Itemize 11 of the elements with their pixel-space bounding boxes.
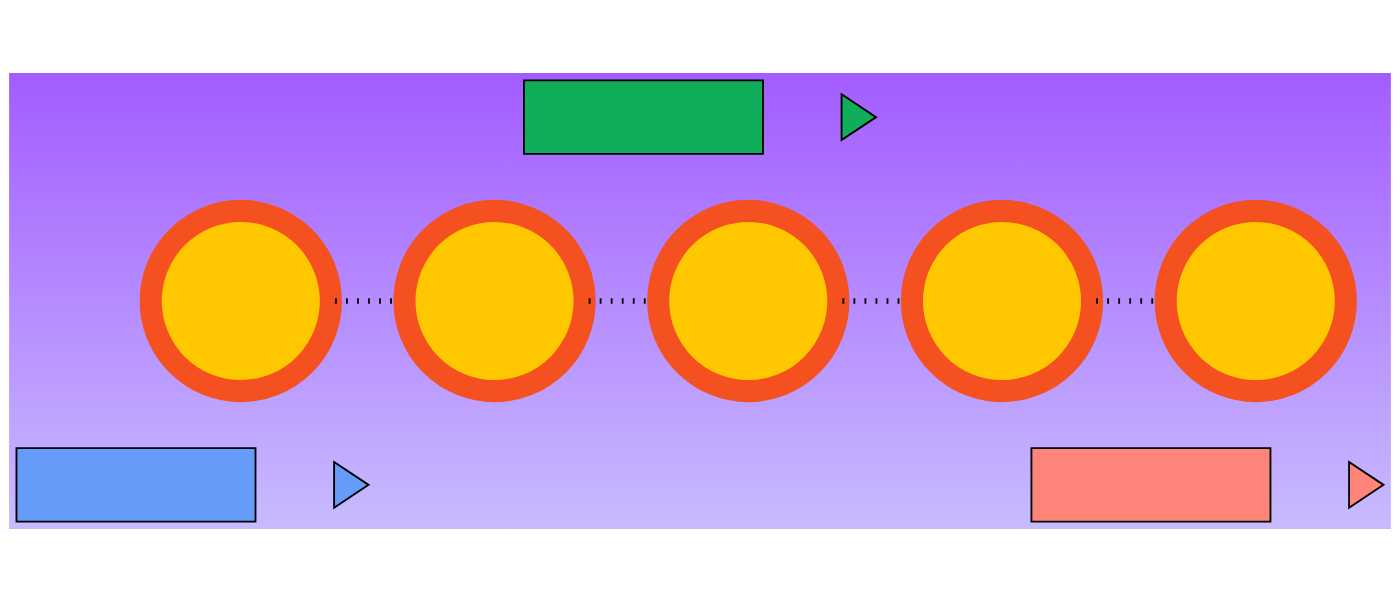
node-circle: [647, 199, 850, 403]
node-cursor: [333, 460, 371, 510]
node-circle: [139, 199, 342, 403]
node-cursor: [840, 92, 878, 142]
node-circle: [393, 199, 596, 403]
node-box: [15, 447, 257, 523]
node-circle: [1154, 199, 1357, 403]
node-cursor: [1348, 460, 1386, 510]
node-box: [523, 79, 764, 155]
node-circle: [900, 199, 1104, 403]
node-box: [1030, 447, 1272, 523]
